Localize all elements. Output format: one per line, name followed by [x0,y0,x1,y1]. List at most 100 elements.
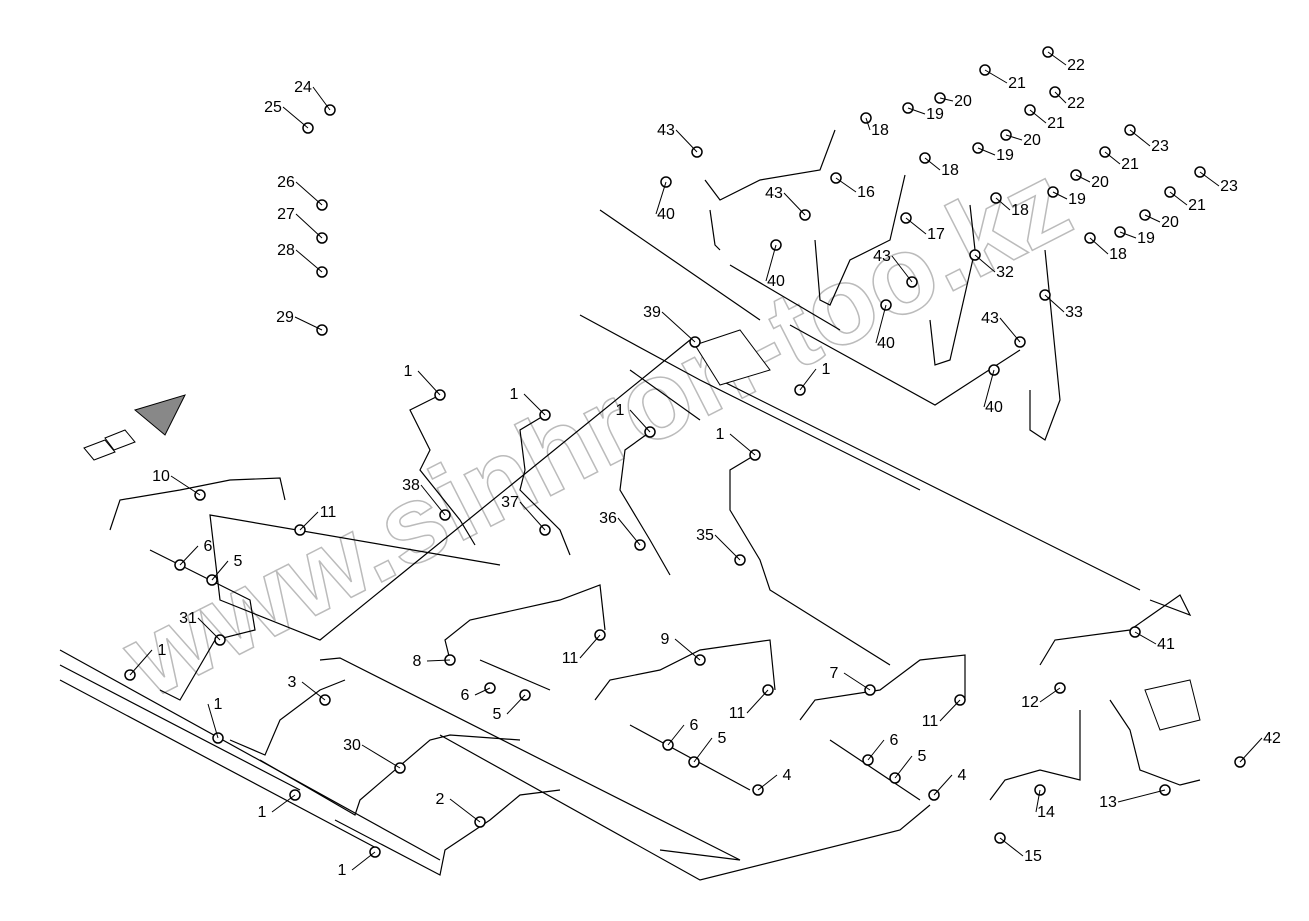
leader-line [519,501,546,531]
leader-line [907,107,926,115]
callout-22[interactable]: 22 [1067,95,1085,112]
callout-1[interactable]: 1 [822,361,831,378]
callout-43[interactable]: 43 [873,248,891,265]
callout-42[interactable]: 42 [1263,730,1281,747]
leader-line [474,687,491,696]
pipe [814,174,906,306]
callout-40[interactable]: 40 [657,206,675,223]
callout-5[interactable]: 5 [493,706,502,723]
callout-7[interactable]: 7 [830,665,839,682]
callout-18[interactable]: 18 [1011,202,1029,219]
callout-6[interactable]: 6 [890,732,899,749]
callout-4[interactable]: 4 [958,767,967,784]
callout-30[interactable]: 30 [343,737,361,754]
callout-40[interactable]: 40 [877,335,895,352]
leader-line [875,304,887,344]
callout-11[interactable]: 11 [320,504,337,521]
callout-40[interactable]: 40 [767,273,785,290]
leader-line [995,197,1011,211]
callout-3[interactable]: 3 [288,674,297,691]
callout-12[interactable]: 12 [1021,694,1039,711]
callout-1[interactable]: 1 [214,696,223,713]
callout-19[interactable]: 19 [1068,191,1086,208]
arrow-tail-icon [83,439,116,461]
callout-43[interactable]: 43 [765,185,783,202]
callout-4[interactable]: 4 [783,767,792,784]
callout-8[interactable]: 8 [413,653,422,670]
arrow-tail-icon [104,429,136,451]
callout-32[interactable]: 32 [996,264,1014,281]
callout-1[interactable]: 1 [510,386,519,403]
callout-1[interactable]: 1 [404,363,413,380]
callout-27[interactable]: 27 [277,206,295,223]
leader-line [905,217,927,235]
callout-33[interactable]: 33 [1065,304,1083,321]
callout-26[interactable]: 26 [277,174,295,191]
callout-6[interactable]: 6 [690,717,699,734]
leader-line [1035,789,1041,813]
callout-28[interactable]: 28 [277,242,295,259]
leader-line [1005,134,1023,141]
callout-37[interactable]: 37 [501,494,519,511]
callout-5[interactable]: 5 [718,730,727,747]
callout-43[interactable]: 43 [981,310,999,327]
callout-14[interactable]: 14 [1037,804,1055,821]
callout-19[interactable]: 19 [1137,230,1155,247]
callout-18[interactable]: 18 [871,122,889,139]
callout-25[interactable]: 25 [264,99,282,116]
callout-17[interactable]: 17 [927,226,945,243]
callout-20[interactable]: 20 [1091,174,1109,191]
callout-23[interactable]: 23 [1151,138,1169,155]
callout-24[interactable]: 24 [294,79,312,96]
callout-41[interactable]: 41 [1157,636,1175,653]
pipe [929,204,976,366]
callout-6[interactable]: 6 [204,538,213,555]
callout-10[interactable]: 10 [152,468,170,485]
callout-1[interactable]: 1 [716,426,725,443]
callout-36[interactable]: 36 [599,510,617,527]
callout-43[interactable]: 43 [657,122,675,139]
leader-line [271,794,296,813]
callout-39[interactable]: 39 [643,304,661,321]
callout-23[interactable]: 23 [1220,178,1238,195]
leader-line [312,86,331,111]
callout-38[interactable]: 38 [402,477,420,494]
callout-1[interactable]: 1 [338,862,347,879]
callout-18[interactable]: 18 [1109,246,1127,263]
callout-11[interactable]: 11 [562,650,579,667]
callout-5[interactable]: 5 [234,553,243,570]
callout-15[interactable]: 15 [1024,848,1042,865]
callout-35[interactable]: 35 [696,527,714,544]
callout-11[interactable]: 11 [922,713,939,730]
callout-6[interactable]: 6 [461,687,470,704]
callout-11[interactable]: 11 [729,705,746,722]
leader-line [1039,687,1061,703]
callout-19[interactable]: 19 [926,106,944,123]
solenoid-block [1144,679,1201,731]
leader-line [1169,191,1188,206]
callout-29[interactable]: 29 [276,309,294,326]
callout-9[interactable]: 9 [661,631,670,648]
callout-19[interactable]: 19 [996,147,1014,164]
callout-1[interactable]: 1 [616,402,625,419]
leader-line [282,106,309,129]
callout-5[interactable]: 5 [918,748,927,765]
callout-16[interactable]: 16 [857,184,875,201]
callout-20[interactable]: 20 [1023,132,1041,149]
callout-1[interactable]: 1 [258,804,267,821]
callout-21[interactable]: 21 [1008,75,1026,92]
leader-line [1054,91,1067,104]
callout-21[interactable]: 21 [1047,115,1065,132]
callout-20[interactable]: 20 [954,93,972,110]
callout-20[interactable]: 20 [1161,214,1179,231]
callout-40[interactable]: 40 [985,399,1003,416]
callout-31[interactable]: 31 [179,610,197,627]
callout-22[interactable]: 22 [1067,57,1085,74]
callout-1[interactable]: 1 [158,642,167,659]
callout-21[interactable]: 21 [1188,197,1206,214]
pipe [519,414,571,556]
callout-21[interactable]: 21 [1121,156,1139,173]
callout-2[interactable]: 2 [436,791,445,808]
callout-13[interactable]: 13 [1099,794,1117,811]
callout-18[interactable]: 18 [941,162,959,179]
